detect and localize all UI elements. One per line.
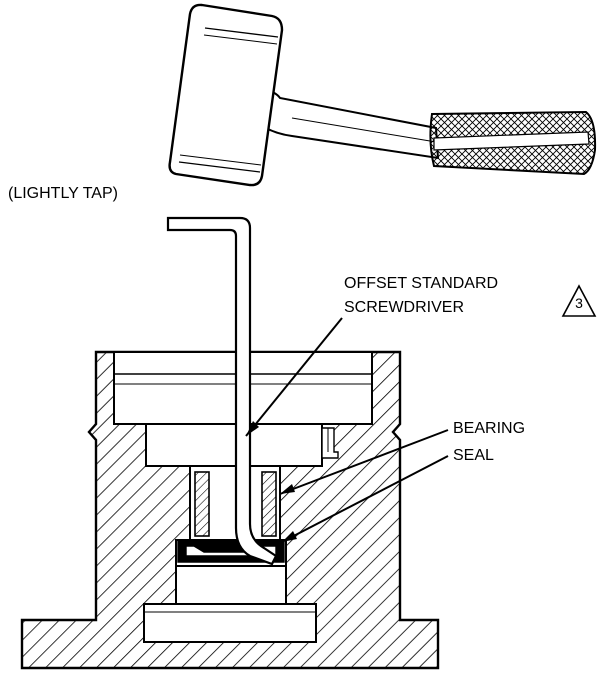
triangle-icon	[561, 284, 597, 317]
note-badge: 3	[561, 284, 597, 318]
bearing-label: BEARING	[453, 420, 526, 437]
offset-screwdriver	[166, 216, 278, 566]
mallet	[168, 3, 597, 187]
leader-bearing	[279, 429, 449, 495]
mallet-handle-shaft	[261, 86, 440, 160]
bearing	[194, 471, 210, 537]
note-number: 3	[575, 295, 583, 311]
bearing-housing	[20, 350, 440, 670]
leader-seal	[281, 455, 449, 543]
tap-instruction-label: (LIGHTLY TAP)	[8, 185, 118, 202]
screwdriver-label-line1: OFFSET STANDARD	[344, 275, 499, 292]
mallet-head	[168, 3, 284, 187]
leader-screwdriver	[245, 317, 343, 437]
seal-label: SEAL	[453, 447, 494, 464]
screwdriver-label-line2: SCREWDRIVER	[344, 299, 465, 316]
screwdriver-shaft	[166, 216, 278, 566]
leader-lines	[245, 317, 449, 543]
